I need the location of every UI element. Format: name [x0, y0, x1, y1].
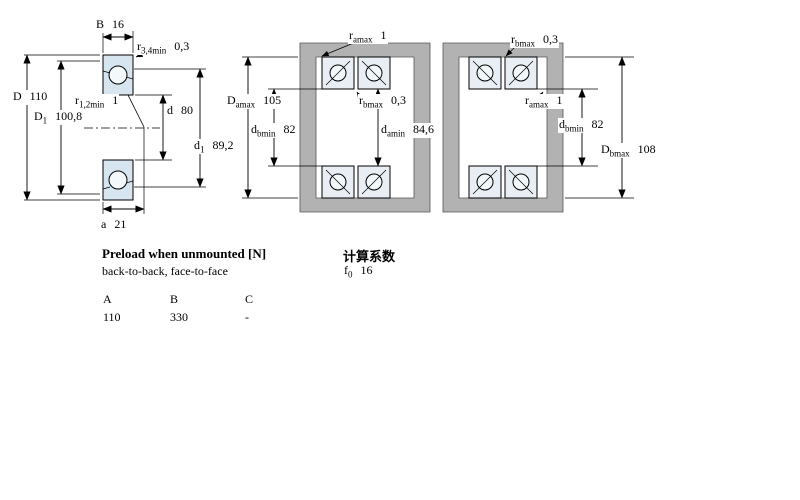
ball-top [108, 65, 128, 85]
mounting-drawing-b [442, 42, 634, 213]
housing-shaft-section [442, 42, 564, 213]
column-header-a: A [103, 292, 112, 306]
preload-value-a: 110 [103, 310, 121, 324]
column-header-b: B [170, 292, 179, 306]
column-header-c: C [245, 292, 254, 306]
preload-value-c: - [245, 310, 249, 324]
bearing-cross-section-drawing [23, 31, 206, 214]
preload-table-subtitle: back-to-back, face-to-face [102, 264, 228, 278]
ball-bottom [108, 170, 128, 190]
calc-factors-title: 计算系数 [343, 249, 396, 264]
preload-table-title: Preload when unmounted [N] [102, 246, 267, 261]
preload-value-b: 330 [170, 310, 188, 324]
